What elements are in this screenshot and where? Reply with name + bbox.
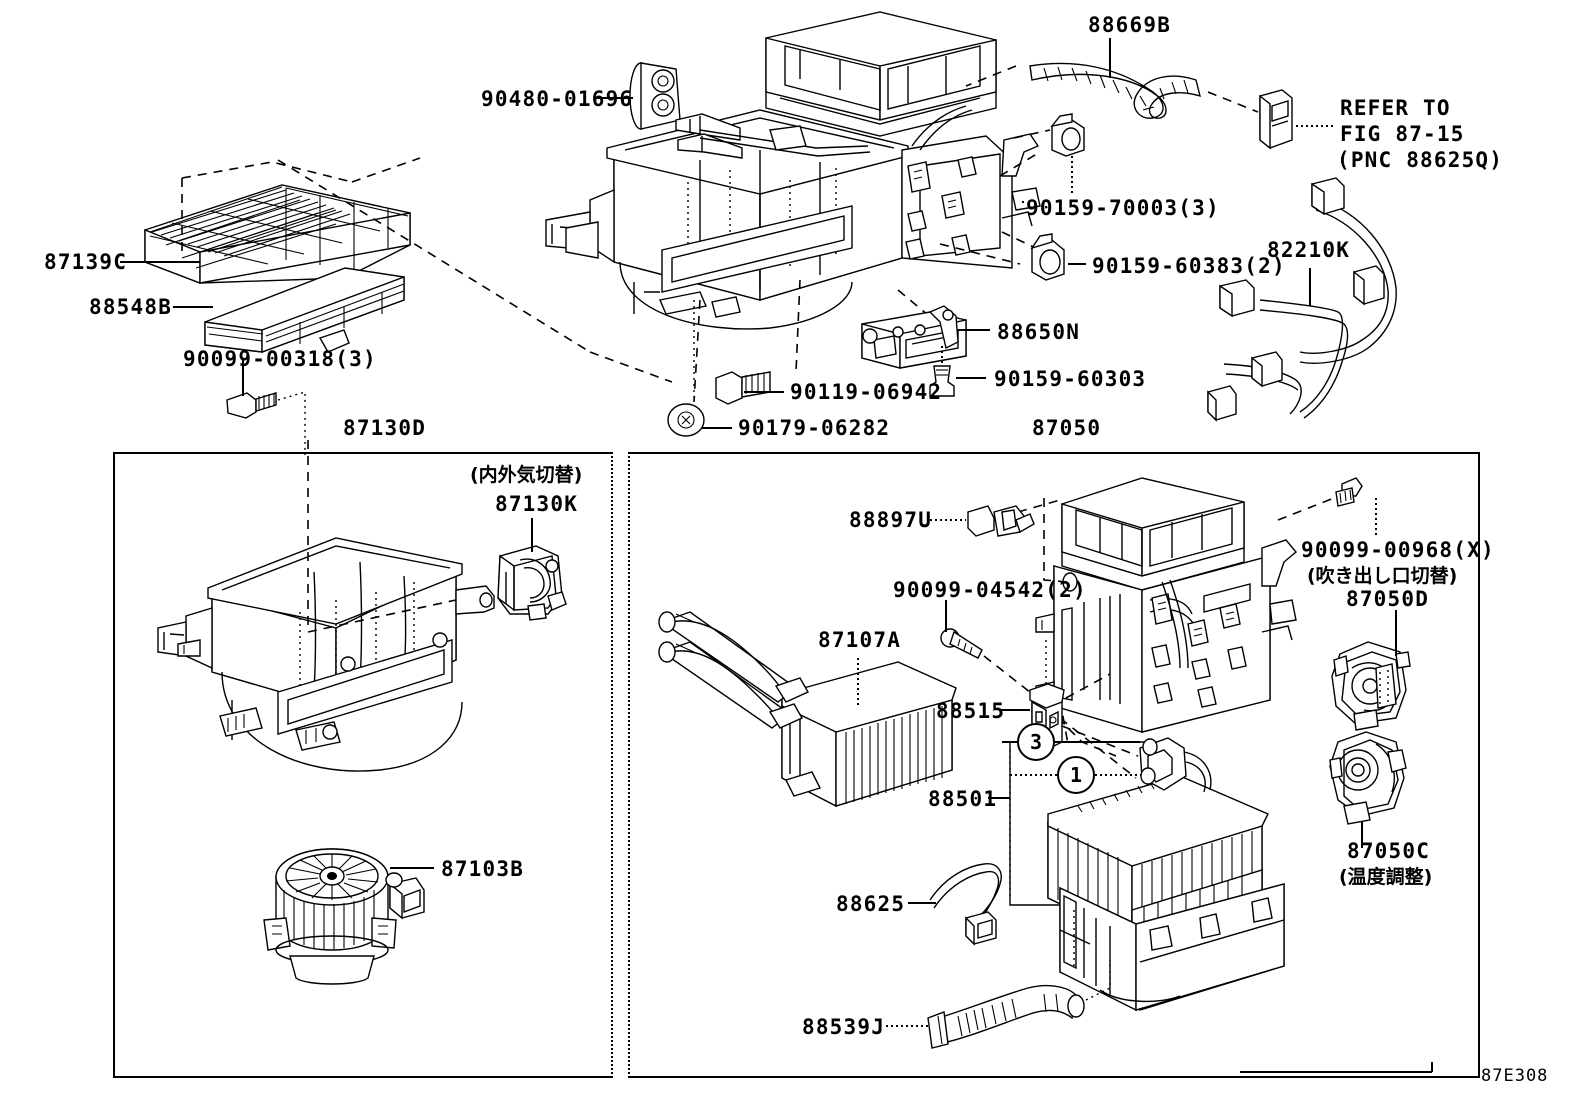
label-90119-06942: 90119-06942 [790,380,943,404]
label-88897U: 88897U [849,508,933,532]
nut-90179-06282-illustration [667,403,732,437]
label-87130D: 87130D [343,416,427,440]
label-82210K: 82210K [1267,238,1351,262]
label-90099-04542: 90099-04542(2) [893,578,1087,602]
hvac-case-assembly-illustration [545,11,1041,330]
label-87050D: 87050D [1346,587,1430,611]
callout-1: 1 [1057,756,1095,794]
label-87050: 87050 [1032,416,1102,440]
air-filter-grille-illustration [173,267,405,354]
label-90179-06282: 90179-06282 [738,416,891,440]
label-refer-to-line1: REFER TO [1340,96,1451,120]
screw-90099-00318-illustration [226,360,306,455]
label-88548B: 88548B [89,295,173,319]
label-90159-60303: 90159-60303 [994,367,1147,391]
label-87103B: 87103B [441,857,525,881]
blower-assembly-box [113,452,613,1078]
label-refer-to-line2: FIG 87-15 [1340,122,1465,146]
label-87050C-jp: (温度調整) [1339,866,1433,888]
label-88669B: 88669B [1088,13,1172,37]
amplifier-88650N-illustration [861,305,990,369]
label-87130K: 87130K [495,492,579,516]
cooling-unit-box [628,452,1480,1078]
label-90159-60383: 90159-60383(2) [1092,254,1286,278]
label-87130K-jp: (内外気切替) [470,464,583,486]
wire-harness-82210K-illustration [1207,177,1397,422]
callout-3: 3 [1017,723,1055,761]
label-88539J: 88539J [802,1015,886,1039]
label-90099-00968-jp: (吹き出し口切替) [1307,565,1458,587]
label-refer-to-line3: (PNC 88625Q) [1337,148,1504,172]
label-88625: 88625 [836,892,906,916]
label-90099-00318: 90099-00318(3) [183,347,377,371]
cabin-air-filter-illustration [120,184,411,285]
bolt-90119-06942-illustration [715,371,784,405]
hose-88669B-illustration [1029,38,1201,119]
label-87139C: 87139C [44,250,128,274]
connector-88625Q-illustration [1207,89,1334,150]
label-87050C: 87050C [1347,839,1431,863]
figure-code: 87E308 [1481,1066,1549,1086]
label-88650N: 88650N [997,320,1081,344]
label-88501: 88501 [928,787,998,811]
label-90480-01696: 90480-01696 [481,87,634,111]
bolt-90159-60383-illustration [1030,233,1086,281]
label-88515: 88515 [936,699,1006,723]
label-90099-00968: 90099-00968(X) [1301,538,1495,562]
label-90159-70003: 90159-70003(3) [1026,196,1220,220]
bolt-90159-70003-illustration [1022,113,1085,203]
label-87107A: 87107A [818,628,902,652]
